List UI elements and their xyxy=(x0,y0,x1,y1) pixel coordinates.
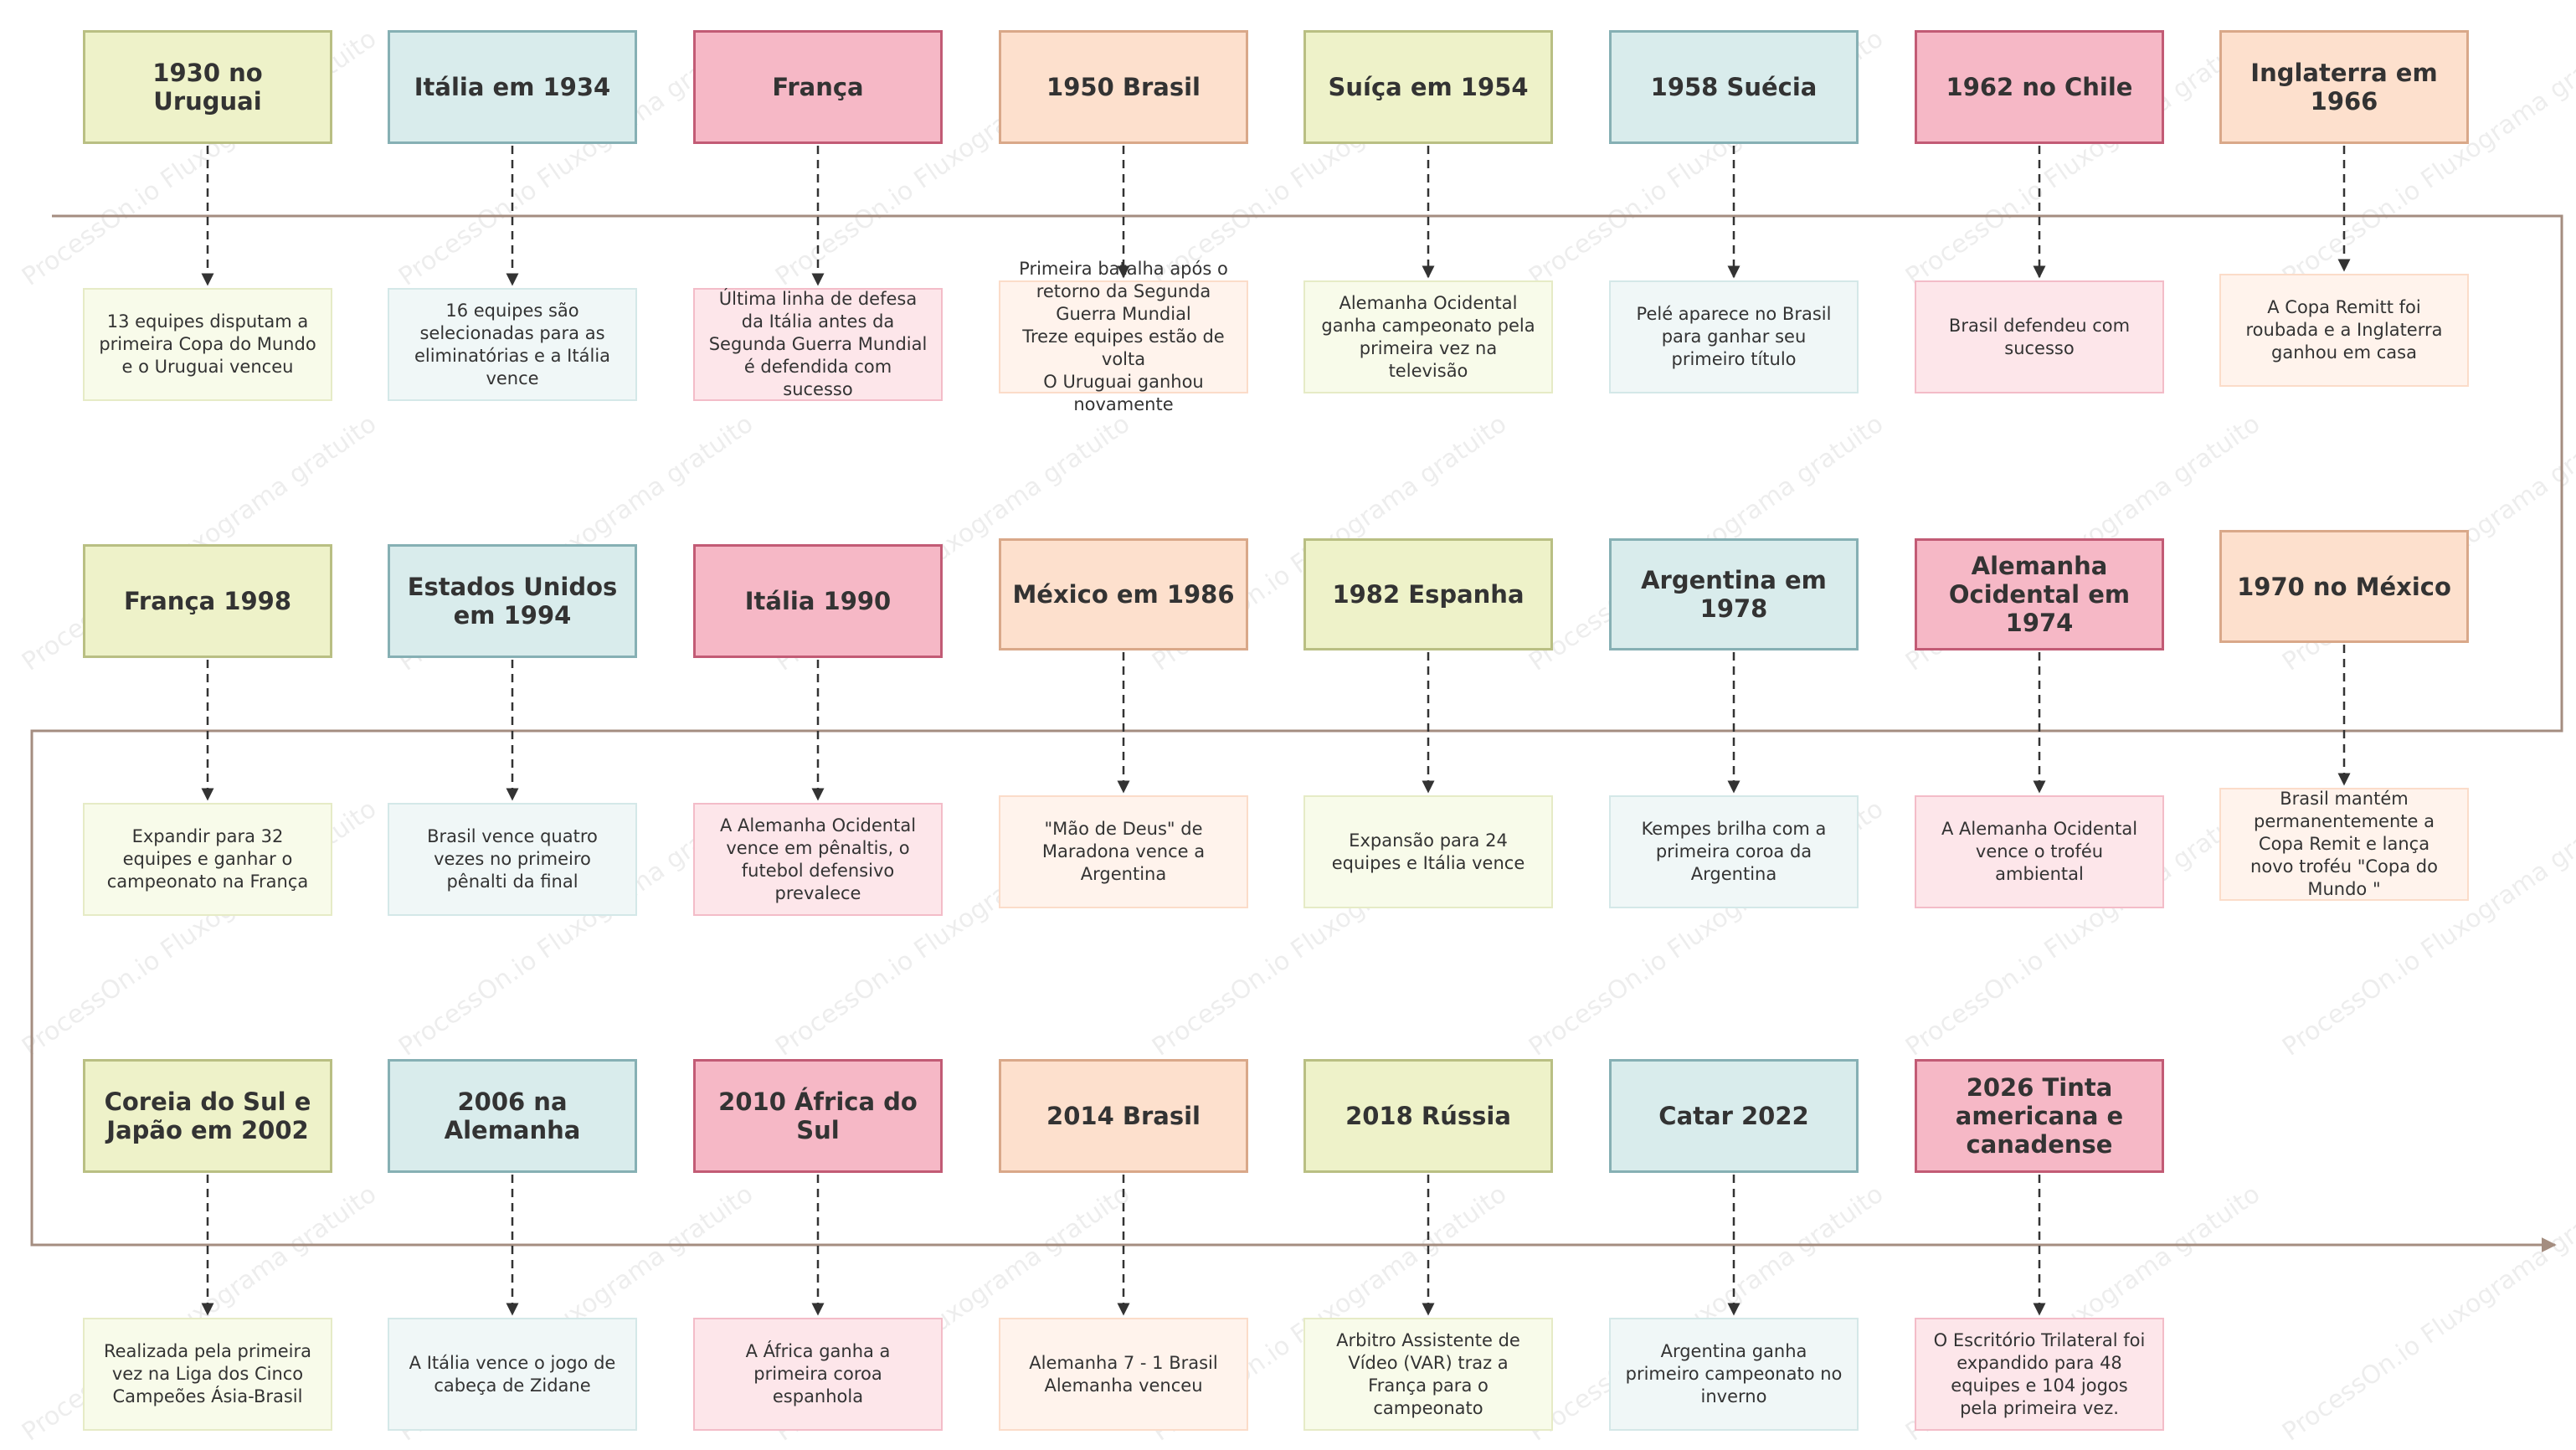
event-title-box[interactable]: 1982 Espanha xyxy=(1303,538,1553,650)
event-title-box[interactable]: Itália 1990 xyxy=(693,544,943,658)
event-title: 1982 Espanha xyxy=(1332,580,1525,609)
event-description: 13 equipes disputam a primeira Copa do M… xyxy=(99,311,316,377)
event-title: Inglaterra em 1966 xyxy=(2250,59,2438,116)
event-description: Kempes brilha com a primeira coroa da Ar… xyxy=(1641,819,1827,884)
event-title: Suíça em 1954 xyxy=(1328,73,1529,101)
event-description-box[interactable]: 13 equipes disputam a primeira Copa do M… xyxy=(83,288,332,401)
event-description-box[interactable]: A Copa Remitt foi roubada e a Inglaterra… xyxy=(2219,274,2469,387)
event-title-box[interactable]: Catar 2022 xyxy=(1609,1059,1859,1173)
event-title-box[interactable]: 1970 no México xyxy=(2219,530,2469,643)
event-title: Coreia do Sul e Japão em 2002 xyxy=(104,1088,311,1144)
event-title-box[interactable]: França xyxy=(693,30,943,144)
event-description-box[interactable]: Alemanha 7 - 1 Brasil Alemanha venceu xyxy=(999,1318,1248,1431)
event-title-box[interactable]: Argentina em 1978 xyxy=(1609,538,1859,650)
event-description: Brasil vence quatro vezes no primeiro pê… xyxy=(427,826,598,892)
event-title: França 1998 xyxy=(123,587,292,615)
event-description-box[interactable]: Brasil mantém permanentemente a Copa Rem… xyxy=(2219,788,2469,901)
event-description-box[interactable]: A África ganha a primeira coroa espanhol… xyxy=(693,1318,943,1431)
event-title-box[interactable]: México em 1986 xyxy=(999,538,1248,650)
event-title: Alemanha Ocidental em 1974 xyxy=(1948,552,2131,637)
event-description: O Escritório Trilateral foi expandido pa… xyxy=(1933,1329,2146,1418)
event-title-box[interactable]: Itália em 1934 xyxy=(388,30,637,144)
event-title-box[interactable]: 1950 Brasil xyxy=(999,30,1248,144)
event-description: Pelé aparece no Brasil para ganhar seu p… xyxy=(1636,304,1832,369)
event-title-box[interactable]: 2018 Rússia xyxy=(1303,1059,1553,1173)
event-description: Realizada pela primeira vez na Liga dos … xyxy=(103,1341,311,1406)
event-title: 2018 Rússia xyxy=(1345,1102,1511,1130)
event-title: 1962 no Chile xyxy=(1946,73,2133,101)
event-description-box[interactable]: Alemanha Ocidental ganha campeonato pela… xyxy=(1303,280,1553,393)
event-title-box[interactable]: Estados Unidos em 1994 xyxy=(388,544,637,658)
event-title-box[interactable]: 2006 na Alemanha xyxy=(388,1059,637,1173)
event-description: Arbitro Assistente de Vídeo (VAR) traz a… xyxy=(1336,1329,1520,1418)
event-description: A África ganha a primeira coroa espanhol… xyxy=(745,1341,891,1406)
event-title: Argentina em 1978 xyxy=(1641,566,1827,623)
event-title-box[interactable]: 1930 no Uruguai xyxy=(83,30,332,144)
event-description: Alemanha 7 - 1 Brasil Alemanha venceu xyxy=(1029,1352,1218,1396)
event-title: Itália 1990 xyxy=(744,587,892,615)
event-description-box[interactable]: O Escritório Trilateral foi expandido pa… xyxy=(1915,1318,2164,1431)
event-description: Primeira batalha após o retorno da Segun… xyxy=(1019,259,1228,414)
event-description: "Mão de Deus" de Maradona vence a Argent… xyxy=(1041,819,1206,884)
event-title-box[interactable]: Inglaterra em 1966 xyxy=(2219,30,2469,144)
event-title: 1950 Brasil xyxy=(1046,73,1201,101)
event-description: A Itália vence o jogo de cabeça de Zidan… xyxy=(409,1352,616,1396)
event-title-box[interactable]: 1962 no Chile xyxy=(1915,30,2164,144)
event-title-box[interactable]: Alemanha Ocidental em 1974 xyxy=(1915,538,2164,650)
event-title: México em 1986 xyxy=(1012,580,1235,609)
event-description: Expandir para 32 equipes e ganhar o camp… xyxy=(106,826,309,892)
event-description-box[interactable]: "Mão de Deus" de Maradona vence a Argent… xyxy=(999,795,1248,908)
event-description: Expansão para 24 equipes e Itália vence xyxy=(1331,830,1525,873)
event-description-box[interactable]: Argentina ganha primeiro campeonato no i… xyxy=(1609,1318,1859,1431)
event-description: Alemanha Ocidental ganha campeonato pela… xyxy=(1321,292,1535,381)
event-description-box[interactable]: 16 equipes são selecionadas para as elim… xyxy=(388,288,637,401)
event-title: Itália em 1934 xyxy=(414,73,611,101)
event-description: Brasil mantém permanentemente a Copa Rem… xyxy=(2250,789,2438,899)
event-description-box[interactable]: Kempes brilha com a primeira coroa da Ar… xyxy=(1609,795,1859,908)
event-title: 2026 Tinta americana e canadense xyxy=(1955,1073,2124,1159)
event-description-box[interactable]: Brasil vence quatro vezes no primeiro pê… xyxy=(388,803,637,916)
event-description: 16 equipes são selecionadas para as elim… xyxy=(414,300,611,388)
event-title: Estados Unidos em 1994 xyxy=(407,573,618,630)
event-title-box[interactable]: 2010 África do Sul xyxy=(693,1059,943,1173)
event-title: Catar 2022 xyxy=(1658,1102,1809,1130)
event-description: A Alemanha Ocidental vence em pênaltis, … xyxy=(719,815,917,903)
timeline-path xyxy=(30,214,2563,1252)
event-title-box[interactable]: Coreia do Sul e Japão em 2002 xyxy=(83,1059,332,1173)
event-description: A Alemanha Ocidental vence o troféu ambi… xyxy=(1941,819,2138,884)
event-title: 2014 Brasil xyxy=(1046,1102,1201,1130)
event-title: 1970 no México xyxy=(2237,572,2451,601)
event-title: França xyxy=(772,73,864,101)
event-description: Argentina ganha primeiro campeonato no i… xyxy=(1625,1341,1843,1406)
event-description: A Copa Remitt foi roubada e a Inglaterra… xyxy=(2245,297,2443,362)
event-title: 1930 no Uruguai xyxy=(152,59,263,116)
event-description-box[interactable]: Pelé aparece no Brasil para ganhar seu p… xyxy=(1609,280,1859,393)
event-description-box[interactable]: A Alemanha Ocidental vence em pênaltis, … xyxy=(693,803,943,916)
event-title-box[interactable]: França 1998 xyxy=(83,544,332,658)
event-description-box[interactable]: Expandir para 32 equipes e ganhar o camp… xyxy=(83,803,332,916)
event-description: Brasil defendeu com sucesso xyxy=(1948,315,2131,358)
event-description-box[interactable]: Brasil defendeu com sucesso xyxy=(1915,280,2164,393)
event-description-box[interactable]: A Itália vence o jogo de cabeça de Zidan… xyxy=(388,1318,637,1431)
event-title: 1958 Suécia xyxy=(1650,73,1818,101)
event-title-box[interactable]: 2014 Brasil xyxy=(999,1059,1248,1173)
event-description: Última linha de defesa da Itália antes d… xyxy=(708,289,928,399)
event-description-box[interactable]: A Alemanha Ocidental vence o troféu ambi… xyxy=(1915,795,2164,908)
event-description-box[interactable]: Realizada pela primeira vez na Liga dos … xyxy=(83,1318,332,1431)
event-title-box[interactable]: 2026 Tinta americana e canadense xyxy=(1915,1059,2164,1173)
event-title: 2010 África do Sul xyxy=(718,1088,918,1144)
event-description-box[interactable]: Arbitro Assistente de Vídeo (VAR) traz a… xyxy=(1303,1318,1553,1431)
event-description-box[interactable]: Expansão para 24 equipes e Itália vence xyxy=(1303,795,1553,908)
event-description-box[interactable]: Última linha de defesa da Itália antes d… xyxy=(693,288,943,401)
event-title-box[interactable]: Suíça em 1954 xyxy=(1303,30,1553,144)
event-title-box[interactable]: 1958 Suécia xyxy=(1609,30,1859,144)
event-title: 2006 na Alemanha xyxy=(444,1088,581,1144)
event-description-box[interactable]: Primeira batalha após o retorno da Segun… xyxy=(999,259,1248,414)
